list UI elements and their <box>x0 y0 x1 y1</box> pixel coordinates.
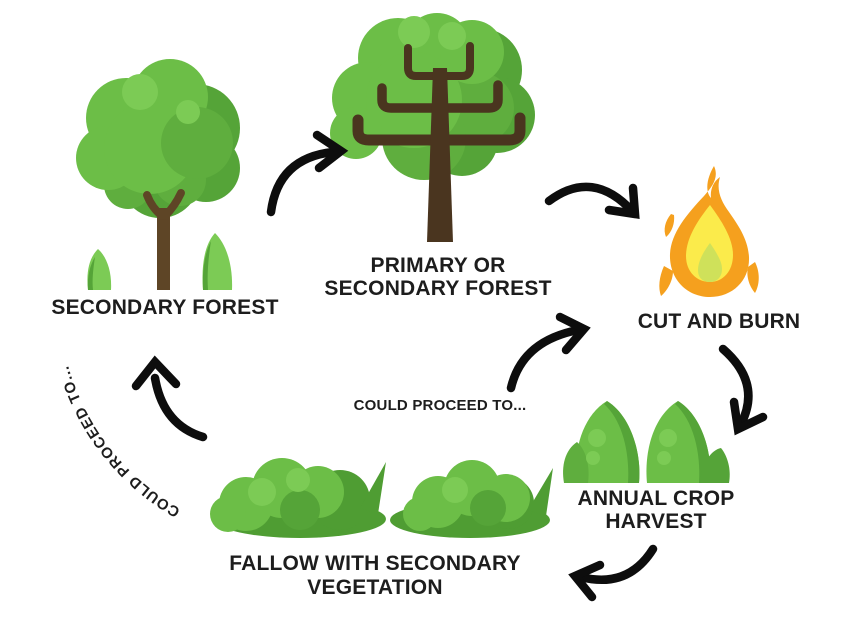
shrub-bushes-icon <box>210 458 553 538</box>
center-could-proceed-label: COULD PROCEED TO... <box>353 397 527 414</box>
curved-could-proceed-label: COULD PROCEED TO... <box>55 363 183 520</box>
label-fallow-with-secondary-vegetation: FALLOW WITH SECONDARY VEGETATION <box>195 552 555 600</box>
label-line: VEGETATION <box>307 576 443 599</box>
label-primary-or-secondary-forest: PRIMARY OR SECONDARY FOREST <box>318 254 558 300</box>
tree-icon <box>76 59 240 290</box>
arrow-cut-and-burn-to-annual-crop <box>718 344 768 436</box>
arrow-fallow-to-secondary <box>131 355 208 442</box>
label-line: CUT AND BURN <box>637 310 801 333</box>
arrow-secondary-to-primary <box>266 130 349 217</box>
label-line: PRIMARY OR <box>370 254 506 277</box>
branched-tree-icon <box>330 13 535 242</box>
label-line: ANNUAL CROP <box>577 487 735 510</box>
crop-bushes-icon <box>563 401 730 483</box>
arrow-could-proceed-to-cut-and-burn <box>506 312 591 393</box>
arrow-primary-to-cut-and-burn <box>544 182 640 220</box>
label-secondary-forest: SECONDARY FOREST <box>15 296 315 319</box>
label-line: HARVEST <box>605 510 707 533</box>
label-line: SECONDARY FOREST <box>324 277 552 300</box>
label-cut-and-burn: CUT AND BURN <box>599 310 839 333</box>
arrow-annual-crop-to-fallow <box>568 544 658 602</box>
fire-icon <box>659 166 759 297</box>
label-line: SECONDARY FOREST <box>51 296 279 319</box>
label-line: FALLOW WITH SECONDARY <box>229 552 521 575</box>
label-annual-crop-harvest: ANNUAL CROP HARVEST <box>556 487 756 533</box>
